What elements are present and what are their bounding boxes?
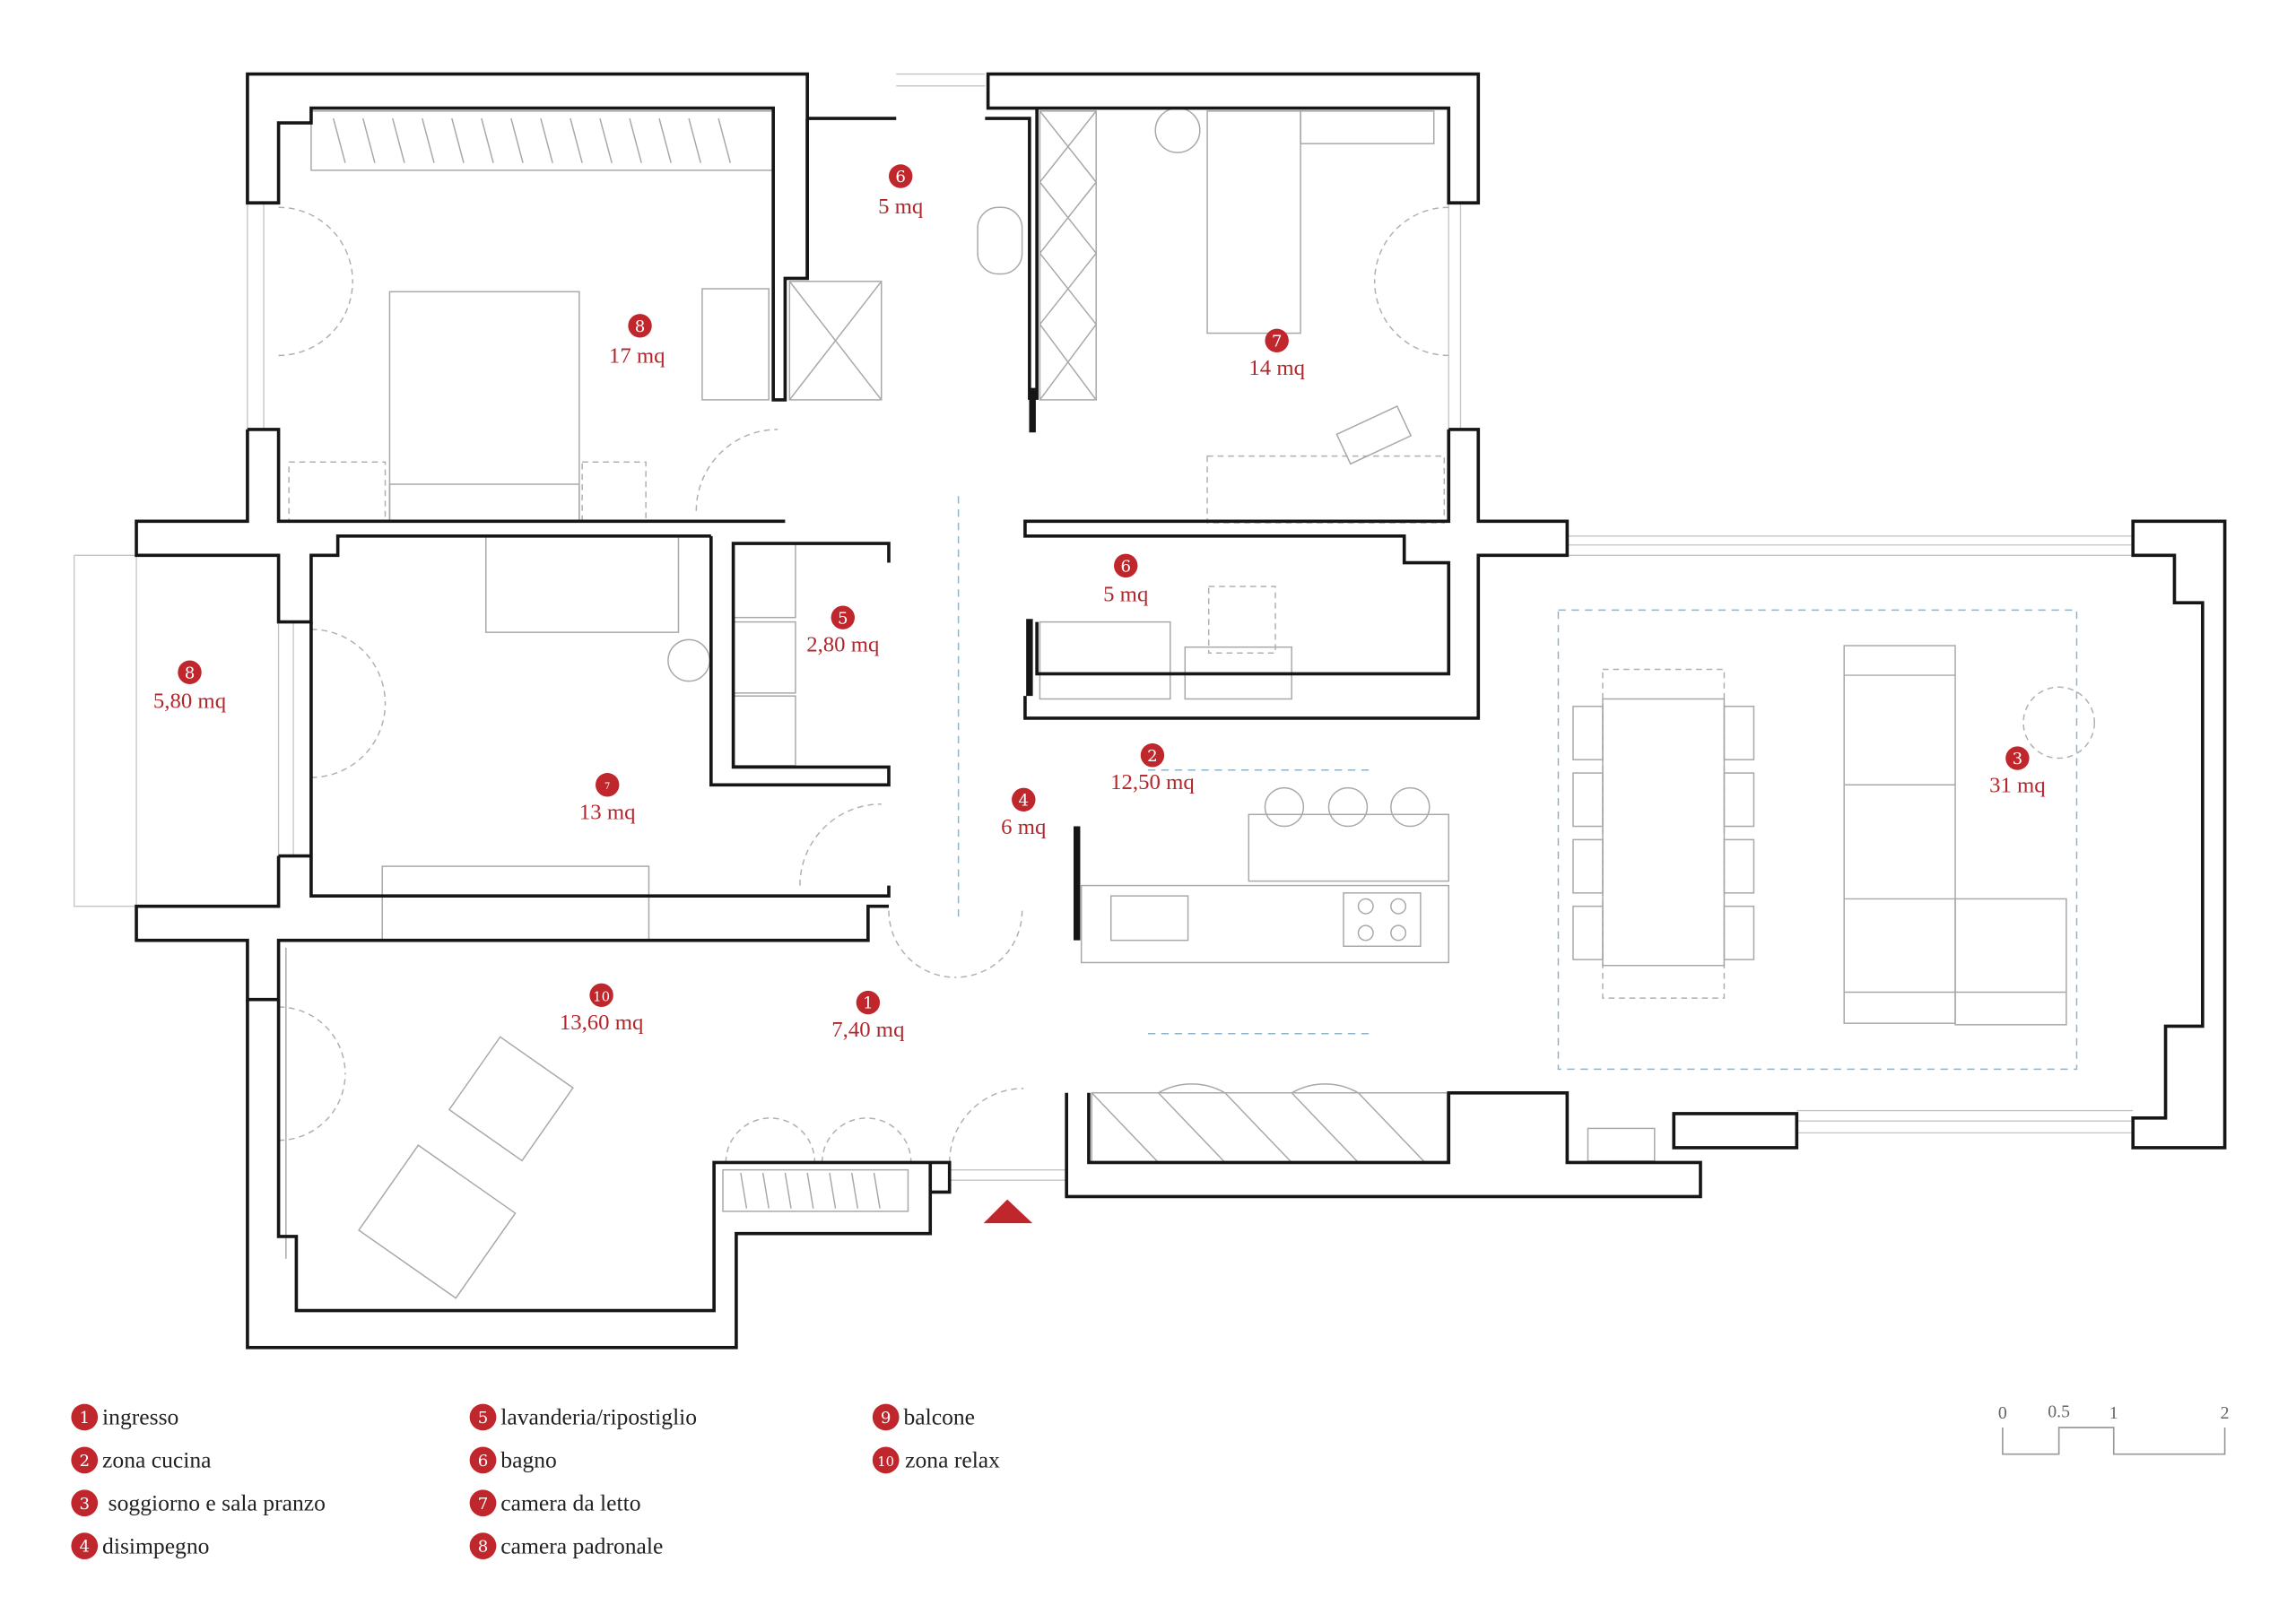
svg-text:6: 6 [478,1452,489,1471]
svg-text:5: 5 [478,1409,489,1428]
room-area: 31 mq [1989,774,2046,798]
svg-text:zona cucina: zona cucina [102,1447,211,1473]
legend: 1 ingresso 2 zona cucina 3 soggiorno e sala… [71,1403,1000,1559]
room-number: 3 [2013,750,2023,768]
svg-text:camera da letto: camera da letto [500,1489,640,1515]
svg-text:balcone: balcone [904,1404,976,1430]
svg-text:zona relax: zona relax [905,1447,1000,1473]
legend-item: 7 camera da letto [469,1489,641,1517]
legend-item: 5 lavanderia/ripostiglio [469,1403,697,1431]
room-marker-bath-2: 6 5 mq [1103,553,1148,606]
scale-tick: 2 [2221,1403,2230,1423]
room-marker-relax: 10 13,60 mq [560,983,644,1035]
room-marker-bedroom-1: 7 14 mq [1248,328,1305,380]
svg-text:1: 1 [79,1409,90,1428]
svg-text:ingresso: ingresso [102,1404,178,1430]
room-marker-entrance: 1 7,40 mq [831,990,904,1042]
windows [74,73,2134,1181]
legend-item: 3 soggiorno e sala pranzo [71,1489,326,1517]
room-marker-bath-1: 6 5 mq [878,164,923,219]
room-area: 2,80 mq [806,633,879,657]
svg-text:bagno: bagno [500,1447,557,1473]
room-number: 7 [604,782,610,792]
room-area: 6 mq [1001,815,1046,839]
svg-text:4: 4 [79,1538,90,1557]
furniture [278,107,2096,1299]
scale-bar: 0 0.5 1 2 [1998,1402,2230,1455]
room-number: 8 [185,664,196,682]
scale-tick: 1 [2109,1403,2118,1423]
room-marker-bedroom-2: 7 13 mq [579,773,636,824]
room-number: 1 [863,994,874,1013]
legend-item: 9 balcone [872,1403,976,1431]
room-area: 5 mq [1103,582,1148,606]
svg-text:9: 9 [881,1409,891,1428]
room-area: 7,40 mq [831,1018,904,1042]
room-number: 6 [895,168,906,187]
walls [135,72,2227,1350]
room-marker-balcony: 8 5,80 mq [153,660,226,713]
lighting-lines [957,496,2078,1071]
legend-item: 2 zona cucina [71,1446,211,1474]
svg-text:disimpegno: disimpegno [102,1532,209,1558]
room-marker-master-bedroom: 8 17 mq [609,314,665,369]
svg-text:2: 2 [79,1452,90,1471]
legend-item: 4 disimpegno [71,1532,209,1559]
legend-item: 10 zona relax [872,1446,1000,1474]
room-number: 10 [593,988,610,1004]
svg-text:7: 7 [478,1495,489,1514]
room-number: 2 [1147,747,1158,766]
scale-tick: 0 [1998,1403,2007,1423]
svg-text:lavanderia/ripostiglio: lavanderia/ripostiglio [500,1404,697,1430]
room-area: 5,80 mq [153,689,226,713]
room-number: 6 [1120,557,1131,576]
room-marker-living: 3 31 mq [1989,746,2046,798]
svg-text:soggiorno e sala pranzo: soggiorno e sala pranzo [109,1489,326,1515]
svg-text:3: 3 [79,1495,90,1514]
room-number: 5 [838,609,848,628]
room-marker-kitchen: 2 12,50 mq [1110,743,1195,794]
svg-text:8: 8 [478,1538,489,1557]
room-area: 14 mq [1248,356,1305,380]
room-marker-hallway: 4 6 mq [1001,787,1046,839]
room-area: 17 mq [609,344,665,369]
room-marker-laundry: 5 2,80 mq [806,605,879,657]
room-number: 4 [1018,791,1029,810]
legend-item: 6 bagno [469,1446,557,1474]
room-area: 13,60 mq [560,1011,644,1035]
room-number: 8 [635,317,646,336]
room-number: 7 [1272,332,1283,351]
room-area: 5 mq [878,195,923,219]
svg-text:camera padronale: camera padronale [500,1532,663,1558]
svg-text:10: 10 [877,1454,894,1470]
room-area: 13 mq [579,800,636,824]
legend-item: 1 ingresso [71,1403,178,1431]
room-area: 12,50 mq [1110,770,1195,794]
legend-item: 8 camera padronale [469,1532,663,1559]
scale-tick: 0.5 [2048,1402,2070,1421]
entrance-arrow-icon [983,1199,1033,1224]
